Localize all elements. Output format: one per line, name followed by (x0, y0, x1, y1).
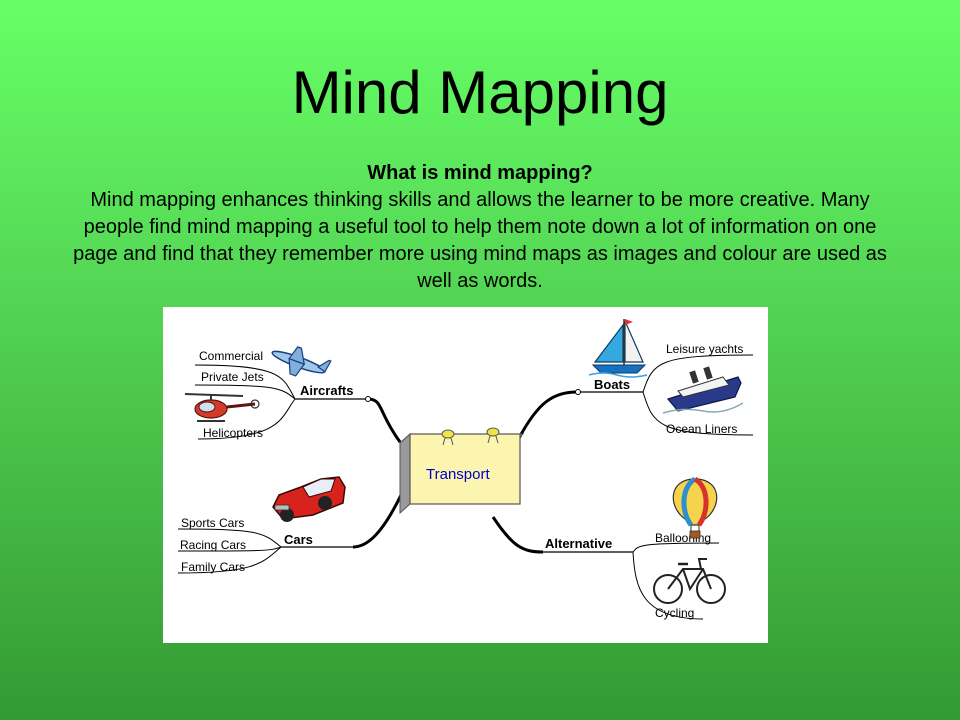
mind-map-diagram: Aircrafts Commercial Private Jets Helico… (177, 319, 754, 620)
aircrafts-node (365, 396, 371, 402)
item-racing-cars: Racing Cars (180, 538, 246, 552)
item-ballooning: Ballooning (655, 531, 711, 545)
item-commercial: Commercial (199, 349, 263, 363)
branch-alternative: Alternative Ballooning Cycling (491, 476, 726, 620)
connector-cars (352, 494, 403, 549)
branch-boats: Boats Leisure yachts Ocean Liners (516, 319, 754, 441)
car-icon (272, 476, 346, 522)
item-cycling: Cycling (655, 606, 694, 620)
sailboat-icon (588, 319, 648, 378)
branch-label-cars: Cars (284, 532, 313, 547)
connector-alternative (491, 516, 544, 554)
intro-question: What is mind mapping? (367, 162, 593, 184)
item-sports-cars: Sports Cars (181, 516, 244, 530)
lamp-icon (441, 427, 500, 446)
mind-map-panel: Aircrafts Commercial Private Jets Helico… (163, 307, 768, 643)
branch-label-alternative: Alternative (545, 536, 612, 551)
center-label: Transport (426, 466, 490, 483)
intro-body: Mind mapping enhances thinking skills an… (73, 189, 887, 292)
bicycle-icon (653, 558, 726, 604)
branch-cars: Cars Sports Cars Racing Cars Family Cars (177, 476, 403, 574)
branch-label-boats: Boats (594, 377, 630, 392)
connector-aircrafts (367, 397, 402, 443)
balloon-icon (672, 476, 718, 539)
intro-text: What is mind mapping? Mind mapping enhan… (60, 160, 900, 295)
item-family-cars: Family Cars (181, 560, 245, 574)
slide-title: Mind Mapping (291, 59, 669, 126)
connector-boats (516, 390, 579, 441)
center-node: Transport (398, 427, 525, 515)
boats-node (575, 389, 581, 395)
helicopter-icon (184, 393, 260, 422)
branch-aircrafts: Aircrafts Commercial Private Jets Helico… (184, 346, 402, 443)
item-helicopters: Helicopters (203, 426, 263, 440)
item-private-jets: Private Jets (201, 370, 264, 384)
center-box (409, 433, 521, 505)
ship-icon (662, 366, 744, 414)
item-ocean-liners: Ocean Liners (666, 422, 737, 436)
item-leisure-yachts: Leisure yachts (666, 342, 743, 356)
branch-label-aircrafts: Aircrafts (300, 383, 353, 398)
airplane-icon (271, 346, 332, 377)
